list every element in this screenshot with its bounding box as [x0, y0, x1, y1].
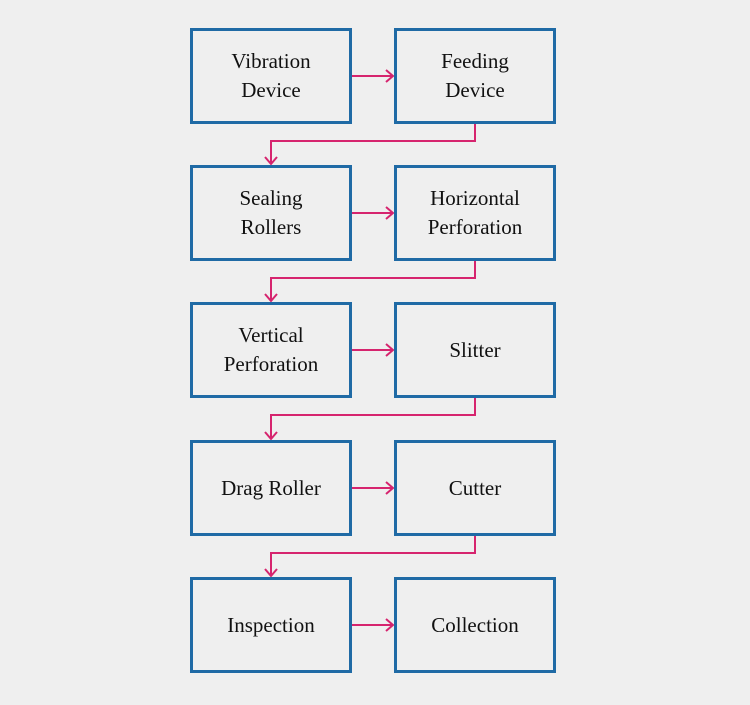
step-label: Sealing Rollers	[239, 186, 303, 239]
step-drag-roller: Drag Roller	[190, 440, 352, 536]
elbow-connector-line	[270, 536, 476, 576]
arrow-head-icon	[385, 481, 395, 495]
step-slitter: Slitter	[394, 302, 556, 398]
elbow-connector-line	[270, 398, 476, 439]
step-inspection: Inspection	[190, 577, 352, 673]
arrow-head-icon	[385, 69, 395, 83]
step-label: Inspection	[227, 612, 315, 637]
step-label: Slitter	[449, 337, 501, 362]
step-label: Feeding Device	[441, 49, 509, 102]
arrow-head-icon	[385, 343, 395, 357]
step-label: Collection	[431, 612, 519, 637]
step-cutter: Cutter	[394, 440, 556, 536]
arrow-head-icon	[264, 568, 278, 578]
step-vibration-device: Vibration Device	[190, 28, 352, 124]
step-label: Drag Roller	[221, 475, 321, 500]
step-vertical-perforation: Vertical Perforation	[190, 302, 352, 398]
step-collection: Collection	[394, 577, 556, 673]
step-label: Vertical Perforation	[223, 323, 319, 376]
arrow-head-icon	[385, 206, 395, 220]
step-label: Horizontal Perforation	[427, 186, 523, 239]
arrow-head-icon	[385, 618, 395, 632]
step-label: Cutter	[448, 475, 502, 500]
arrow-head-icon	[264, 431, 278, 441]
step-sealing-rollers: Sealing Rollers	[190, 165, 352, 261]
step-horizontal-perforation: Horizontal Perforation	[394, 165, 556, 261]
elbow-connector-line	[270, 261, 476, 301]
step-feeding-device: Feeding Device	[394, 28, 556, 124]
arrow-head-icon	[264, 293, 278, 303]
step-label: Vibration Device	[231, 49, 311, 102]
elbow-connector-line	[270, 124, 476, 164]
arrow-head-icon	[264, 156, 278, 166]
